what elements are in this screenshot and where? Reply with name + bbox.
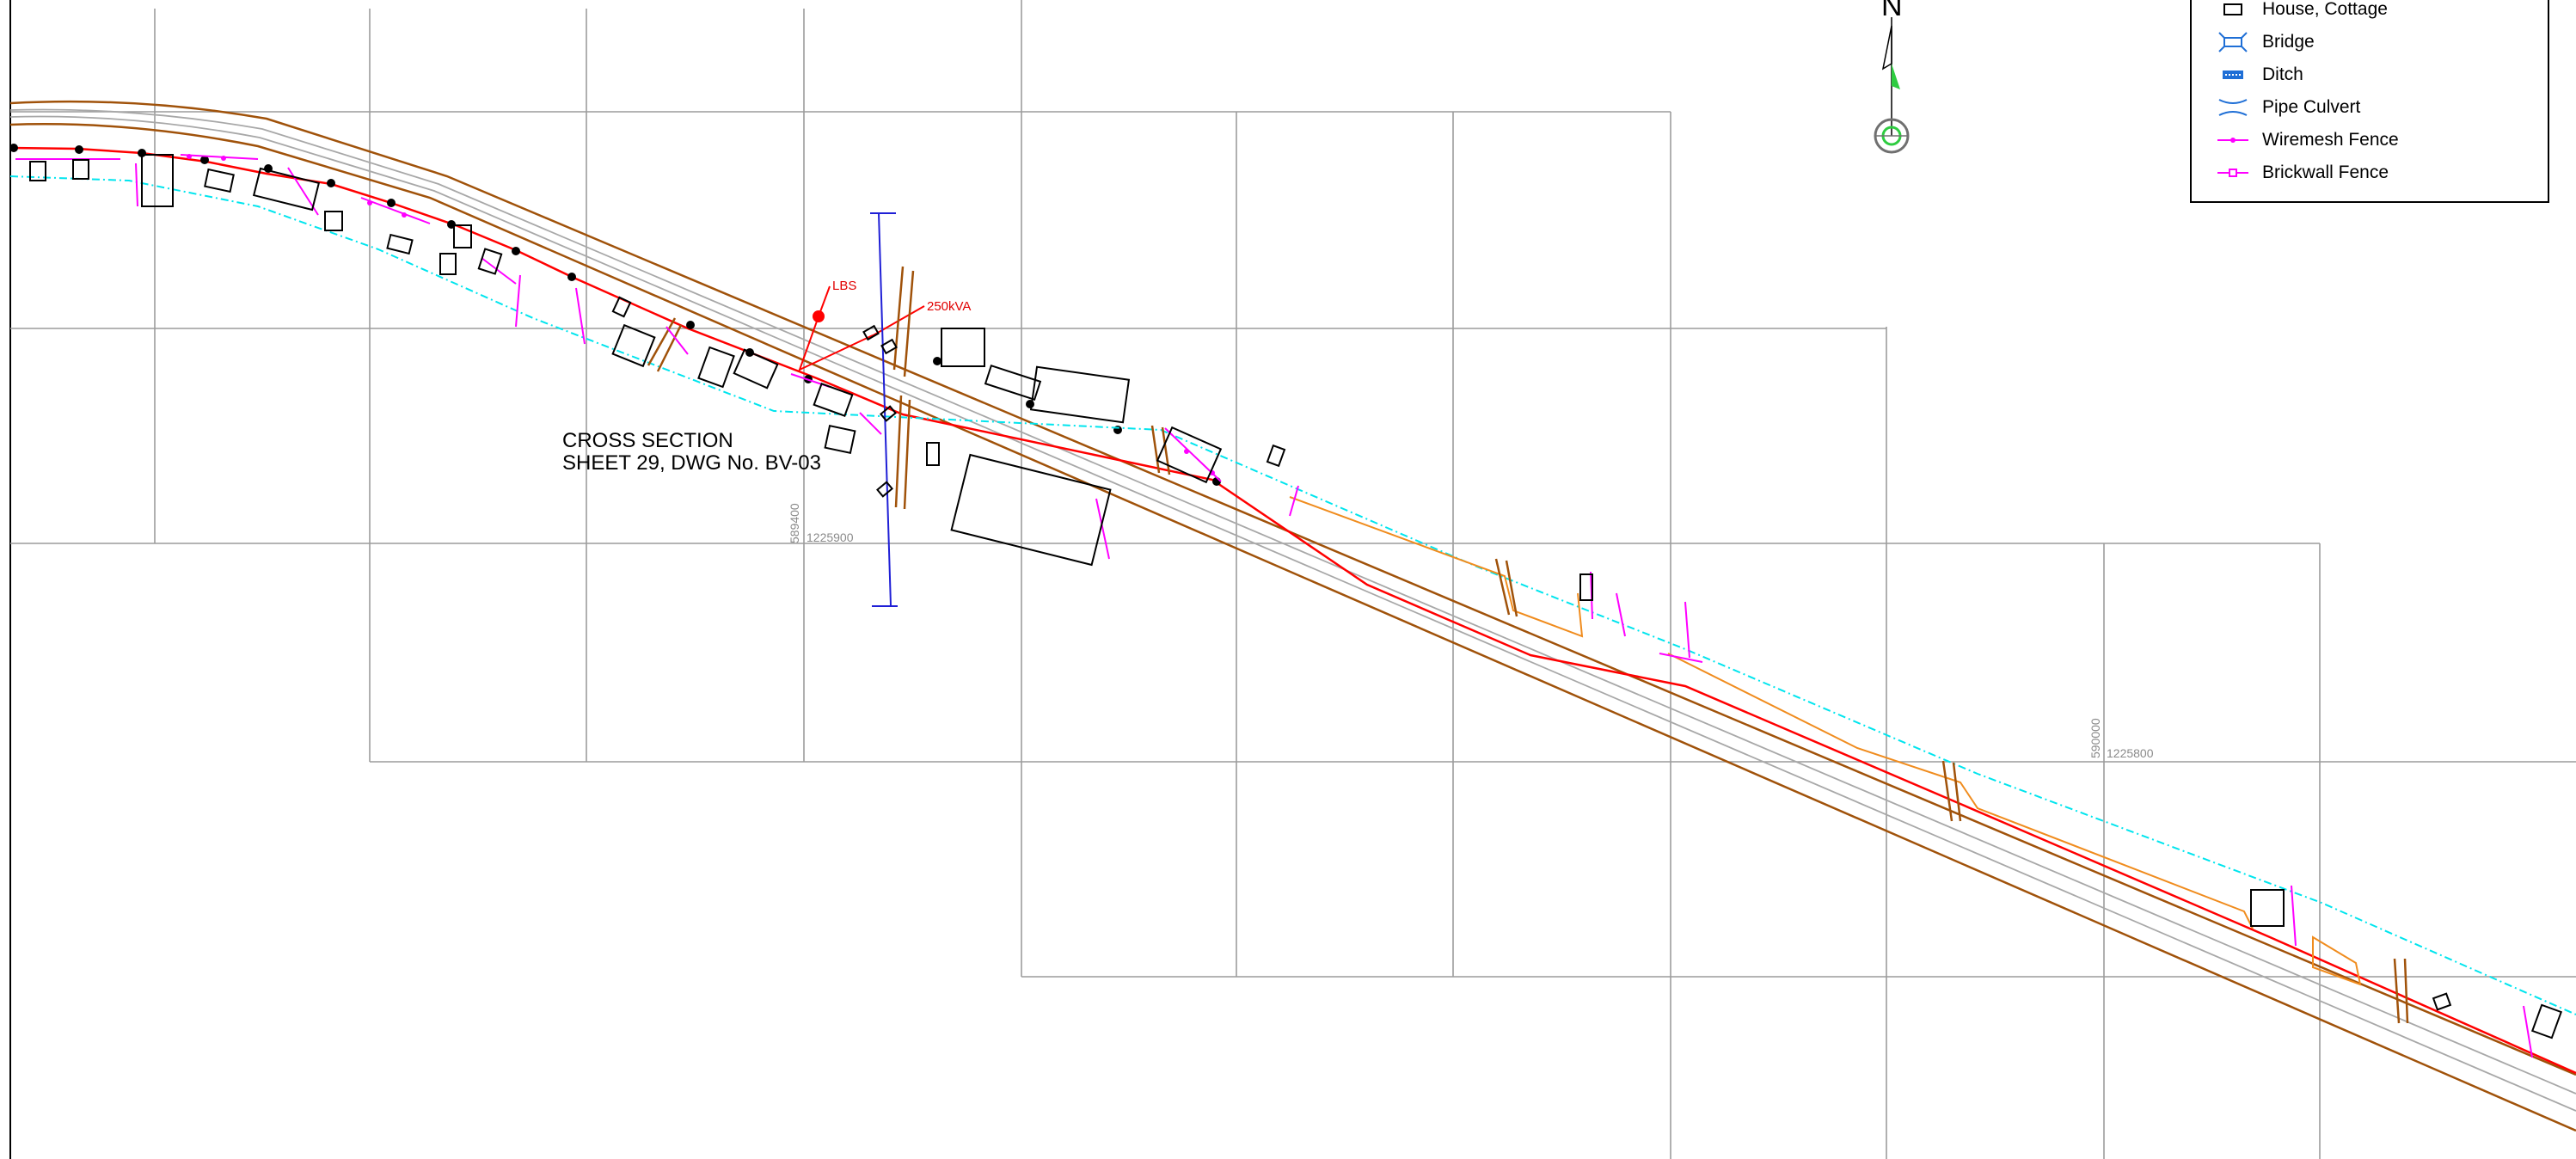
houses bbox=[29, 154, 2563, 1039]
bridge-icon bbox=[2216, 29, 2250, 55]
transformer-label: 250kVA bbox=[927, 299, 972, 314]
legend-label-house: House, Cottage bbox=[2262, 0, 2388, 19]
ditch-line bbox=[9, 175, 2576, 1015]
orange-boundary bbox=[1289, 496, 2362, 986]
cross-section-line bbox=[870, 212, 898, 607]
legend-item-bridge: Bridge bbox=[2216, 26, 2315, 58]
grid-coord-east-a: 1225900 bbox=[807, 530, 854, 544]
legend-label-bridge: Bridge bbox=[2262, 32, 2315, 52]
legend-label-wiremesh-fence: Wiremesh Fence bbox=[2262, 130, 2399, 150]
legend-item-pipe-culvert: Pipe Culvert bbox=[2216, 91, 2360, 124]
ditch-icon bbox=[2216, 62, 2250, 88]
grid-coord-north-a: 589400 bbox=[788, 503, 801, 543]
lbs-label: LBS bbox=[832, 279, 857, 293]
north-arrow-letter: N bbox=[1881, 0, 1903, 22]
power-poles bbox=[9, 144, 1221, 486]
cross-section-sheet: SHEET 29, DWG No. BV-03 bbox=[562, 451, 821, 475]
legend-label-ditch: Ditch bbox=[2262, 64, 2303, 84]
culverts bbox=[862, 324, 898, 498]
road-edge-north bbox=[9, 100, 2576, 1076]
house-icon bbox=[2216, 0, 2250, 22]
road-crossings bbox=[647, 266, 2409, 1024]
road-centre-2 bbox=[9, 115, 2576, 1112]
road-centre-1 bbox=[9, 108, 2576, 1095]
legend-label-brickwall-fence: Brickwall Fence bbox=[2262, 163, 2389, 182]
brickwall-fence-icon bbox=[2216, 160, 2250, 186]
north-arrow-icon bbox=[1874, 17, 1910, 154]
road-edge-south bbox=[9, 123, 2576, 1132]
power-line bbox=[9, 146, 2576, 1075]
cross-section-title: CROSS SECTION bbox=[562, 429, 733, 452]
legend-item-brickwall-fence: Brickwall Fence bbox=[2216, 156, 2389, 189]
legend-item-ditch: Ditch bbox=[2216, 58, 2303, 91]
wiremesh-fence-icon bbox=[2216, 127, 2250, 153]
legend-item-house: House, Cottage bbox=[2216, 0, 2388, 26]
legend-box: House, Cottage Bridge Ditch Pipe Culvert… bbox=[2190, 0, 2549, 203]
pipe-culvert-icon bbox=[2216, 95, 2250, 120]
fences bbox=[15, 154, 2533, 1058]
legend-label-pipe-culvert: Pipe Culvert bbox=[2262, 97, 2361, 117]
grid-coord-east-b: 1225800 bbox=[2107, 746, 2154, 760]
legend-item-wiremesh-fence: Wiremesh Fence bbox=[2216, 124, 2399, 156]
road bbox=[9, 100, 2576, 1132]
grid-coord-north-b: 590000 bbox=[2088, 718, 2102, 758]
